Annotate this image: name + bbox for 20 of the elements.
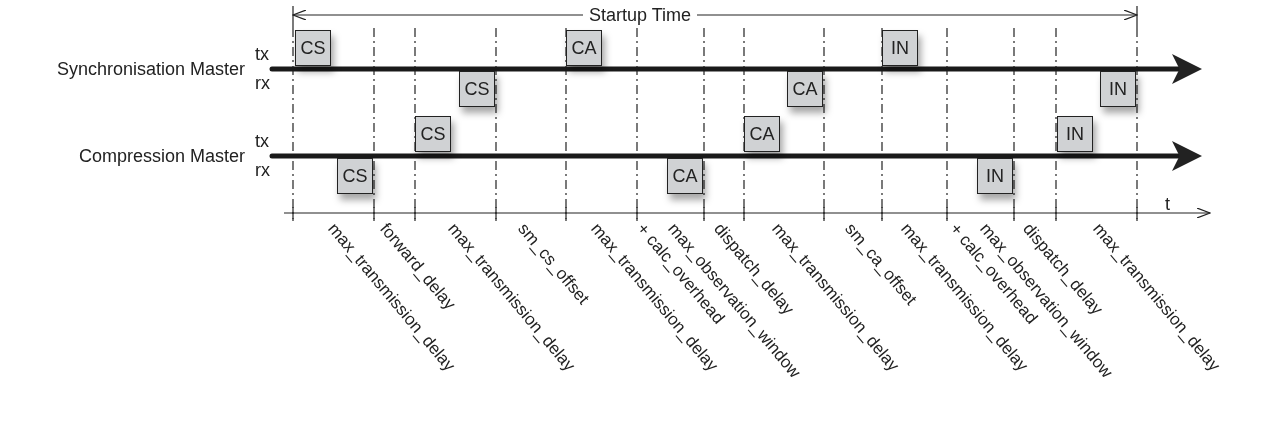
message-box: IN [1100,71,1136,107]
message-box: CS [415,116,451,152]
signal-label: rx [255,73,270,93]
message-box: CA [667,158,703,194]
axis-label: t [1165,194,1170,214]
lane-label: Compression Master [79,146,246,166]
message-box: IN [977,158,1013,194]
message-box: CS [295,30,331,66]
message-box: CA [566,30,602,66]
message-box: IN [882,30,918,66]
message-box: CS [459,71,495,107]
dimension-label: Startup Time [583,5,698,25]
signal-label: tx [255,44,269,64]
signal-label: tx [255,131,269,151]
lane-label: Synchronisation Master [57,59,246,79]
message-box: CA [787,71,823,107]
message-box: CS [337,158,373,194]
message-box: IN [1057,116,1093,152]
signal-label: rx [255,160,270,180]
message-box: CA [744,116,780,152]
